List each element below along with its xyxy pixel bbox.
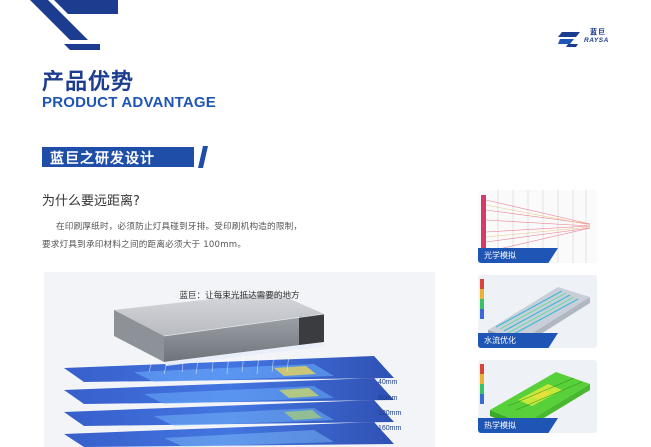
figure-caption: 蓝巨：让每束光抵达需要的地方 [179,291,300,301]
question-heading: 为什么要远距离? [42,194,140,209]
thumbnail-optical-simulation: 光学模拟 [478,190,597,263]
corner-decoration [30,0,118,50]
thumbnail-water-flow: 水流优化 [478,275,597,348]
page-title-en: PRODUCT ADVANTAGE [42,94,216,111]
thumbnail-label-bar [478,418,558,433]
distance-label-160: 160mm [378,425,402,432]
thumbnail-thermal-simulation: 热学模拟 [478,360,597,433]
distance-label-120: 120mm [378,410,402,417]
brand-logo-icon [558,32,580,47]
paragraph-line-2: 要求灯具到承印材料之间的距离必须大于 100mm。 [42,240,247,250]
brand-name-cn: 蓝巨 [590,28,606,36]
section-slash-decoration [198,146,208,168]
thumbnail-label-bar [478,333,558,348]
thumbnail-label-water: 水流优化 [484,336,516,345]
lamp-distance-figure: 蓝巨：让每束光抵达需要的地方 40mm 80mm 120mm 160mm [44,272,435,447]
lamp-illustration [64,292,394,447]
section-heading: 蓝巨之研发设计 [50,151,155,167]
distance-label-40: 40mm [378,379,398,386]
paragraph-line-1: 在印刷厚纸时，必须防止灯具碰到牙排。受印刷机构造的限制， [56,222,303,232]
thumbnail-label-optical: 光学模拟 [484,251,516,260]
section-heading-bar [42,147,194,167]
thumbnail-label-thermal: 热学模拟 [484,421,516,430]
thumbnail-label-bar [478,248,558,263]
page-title-cn: 产品优势 [42,70,135,95]
distance-label-80: 80mm [378,395,398,402]
brand-name-en: RAYSA [584,37,609,44]
